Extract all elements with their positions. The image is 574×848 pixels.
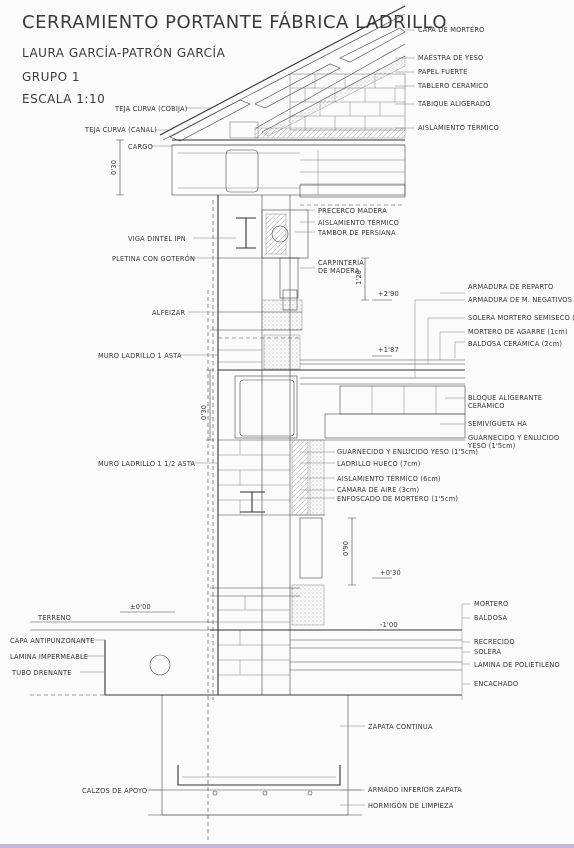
label-semivigueta: SEMIVIGUETA HA [468, 420, 527, 428]
label-solera-mortero: SOLERA MORTERO SEMISECO (1 cm) [468, 314, 574, 322]
drawing-title: CERRAMIENTO PORTANTE FÁBRICA LADRILLO [22, 12, 448, 33]
label-viga-dintel: VIGA DINTEL IPN [128, 235, 186, 243]
lower-wall [210, 439, 462, 631]
author-name: LAURA GARCÍA-PATRÓN GARCÍA [22, 46, 226, 60]
label-guarnecido-2: YESO (1'5cm) [467, 442, 515, 450]
main-wall [207, 195, 309, 840]
label-mortero-agarre: MORTERO DE AGARRE (1cm) [468, 328, 568, 336]
label-pletina-goteron: PLETINA CON GOTERÓN [112, 254, 195, 263]
label-carpinteria-2: DE MADERA [318, 267, 360, 275]
label-teja-curva-cobija: TEJA CURVA (COBIJA) [114, 105, 188, 113]
dim-290: +2'90 [378, 290, 399, 298]
label-tablero-ceramico: TABLERO CERÁMICO [417, 81, 488, 90]
label-muro-1-asta: MURO LADRILLO 1 ASTA [98, 352, 182, 360]
label-guarnecido-yeso: GUARNECIDO Y ENLUCIDO YESO (1'5cm) [337, 448, 478, 456]
dim-120: 1'20 [355, 270, 363, 285]
label-ladrillo-hueco: LADRILLO HUECO (7cm) [337, 460, 421, 468]
label-terreno: TERRENO [37, 614, 71, 622]
label-armadura-reparto: ARMADURA DE REPARTO [468, 283, 553, 291]
label-recrecido: RECRECIDO [474, 638, 515, 646]
label-solera: SOLERA [474, 648, 502, 656]
page-edge-band [0, 844, 574, 848]
label-aislamiento-termico-2: AISLAMIENTO TÉRMICO [318, 218, 399, 227]
floor-slab [218, 359, 466, 441]
label-aislamiento-termico-top: AISLAMIENTO TÉRMICO [418, 123, 499, 132]
dim-090: 0'90 [342, 541, 350, 556]
label-muro-1-5-asta: MURO LADRILLO 1 1/2 ASTA [98, 460, 196, 468]
label-guarnecido-1: GUARNECIDO Y ENLUCIDO [468, 434, 559, 442]
scale-label: ESCALA 1:10 [22, 92, 106, 106]
dimension-lines [116, 139, 392, 631]
top-beam [171, 144, 406, 206]
dim-030-top: 0'30 [110, 160, 118, 175]
footing [148, 695, 362, 816]
roof-assembly [159, 5, 406, 146]
label-teja-curva-canal: TEJA CURVA (CANAL) [84, 126, 157, 134]
label-bloque-aligerante-1: BLOQUE ALIGERANTE [468, 394, 542, 402]
label-papel-fuerte: PAPEL FUERTE [418, 68, 467, 76]
label-capa-antipunzonante: CAPA ANTIPUNZONANTE [10, 637, 95, 645]
dim-plus030: +0'30 [380, 569, 401, 577]
label-lamina-polietileno: LÁMINA DE POLIETILENO [474, 660, 560, 669]
label-capa-mortero: CAPA DE MORTERO [418, 26, 485, 34]
ground-floor [30, 621, 462, 696]
label-camara-aire: CÁMARA DE AIRE (3cm) [337, 485, 419, 494]
label-armadura-negativos: ARMADURA DE M. NEGATIVOS [468, 296, 572, 304]
label-cargo: CARGO [128, 143, 153, 151]
label-armado-zapata: ARMADO INFERIOR ZAPATA [368, 786, 462, 794]
label-aislamiento-termico-3: AISLAMIENTO TÉRMICO (6cm) [337, 474, 441, 483]
dim-187: +1'87 [378, 346, 399, 354]
label-tabique-aligerado: TABIQUE ALIGERADO [417, 100, 491, 108]
leader-lines-left [80, 107, 236, 791]
label-tubo-drenante: TUBO DRENANTE [11, 669, 72, 677]
leader-lines [295, 29, 470, 806]
label-bloque-aligerante-2: CERÁMICO [468, 401, 505, 410]
label-baldosa: BALDOSA [474, 614, 507, 622]
label-alfeizar: ALFEIZAR [152, 309, 186, 317]
label-enfoscado-mortero: ENFOSCADO DE MORTERO (1'5cm) [337, 495, 458, 503]
group-label: GRUPO 1 [22, 70, 81, 84]
dim-030-mid: 0'30 [200, 405, 208, 420]
label-calzos-apoyo: CALZOS DE APOYO [82, 787, 147, 795]
label-hormigon-limpieza: HORMIGÓN DE LIMPIEZA [368, 801, 454, 810]
label-precerco-madera: PRECERCO MADERA [318, 207, 387, 215]
label-carpinteria-1: CARPINTERÍA [318, 258, 364, 267]
label-lamina-impermeable: LÁMINA IMPERMEABLE [10, 652, 88, 661]
label-zapata-continua: ZAPATA CONTINUA [368, 723, 433, 731]
label-tambor-persiana: TAMBOR DE PERSIANA [317, 229, 396, 237]
dim-000: ±0'00 [130, 603, 151, 611]
label-maestra-yeso: MAESTRA DE YESO [418, 54, 483, 62]
label-encachado: ENCACHADO [474, 680, 518, 688]
dim-minus100: -1'00 [380, 621, 398, 629]
label-mortero: MORTERO [474, 600, 508, 608]
label-baldosa-ceramica: BALDOSA CERÁMICA (2cm) [468, 339, 562, 348]
